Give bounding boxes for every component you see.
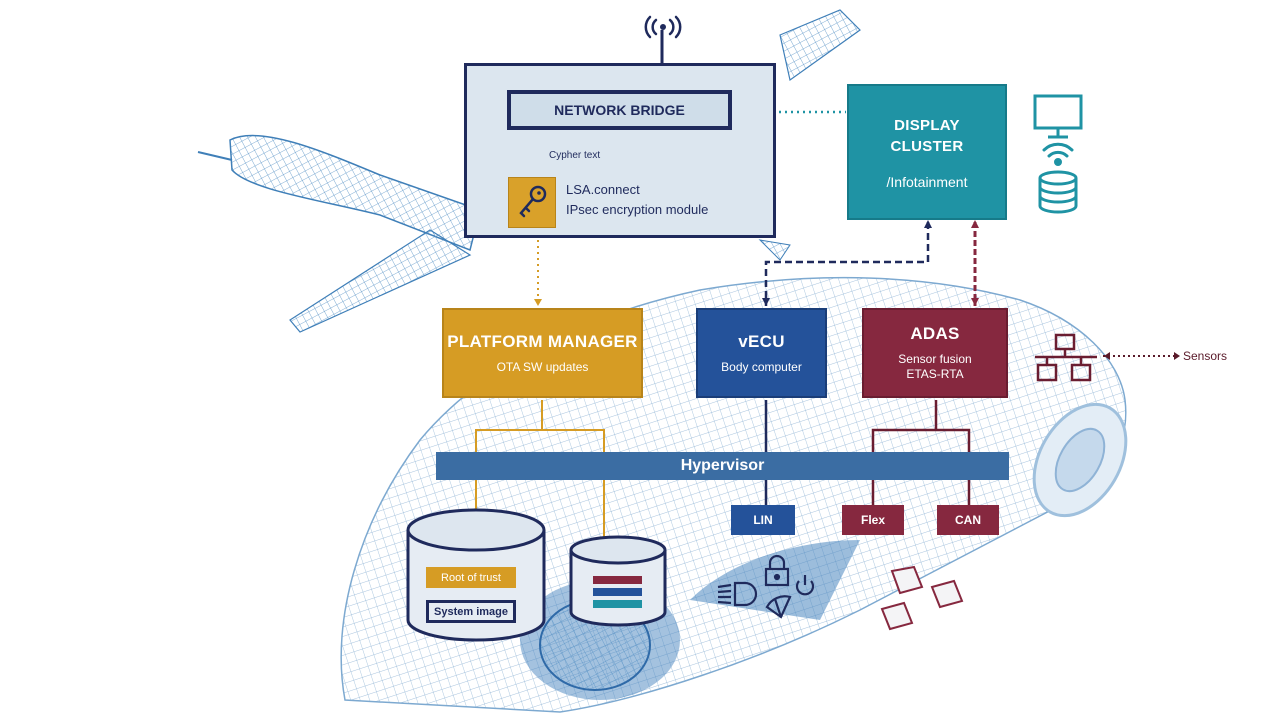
platform-manager-subtitle: OTA SW updates [496,359,589,374]
display-cluster-title-line1: DISPLAY [894,116,960,134]
headlight-icon [717,581,758,607]
display-cluster-subtitle: /Infotainment [886,173,968,190]
body-function-icons [717,555,815,619]
power-icon [795,575,815,596]
chip-icon [880,601,914,631]
infotainment-icons [1033,94,1083,214]
network-bridge-box[interactable]: NETWORK BRIDGE [507,90,732,130]
lock-icon [764,555,790,587]
sensors-label: Sensors [1183,349,1228,363]
hypervisor-bar[interactable]: Hypervisor [436,452,1009,480]
storage-cylinder-small [569,535,667,627]
bus-can-label: CAN [955,513,981,527]
system-image-label: System image [434,605,508,618]
cypher-text-label: Cypher text [549,150,601,161]
bus-can[interactable]: CAN [937,505,999,535]
root-of-trust-label: Root of trust [441,571,501,584]
vecu-subtitle: Body computer [721,359,802,374]
vecu-title: vECU [738,331,785,351]
network-bridge-title: NETWORK BRIDGE [554,102,685,118]
platform-manager-title: PLATFORM MANAGER [447,331,638,351]
vecu-box[interactable]: vECU Body computer [696,308,827,398]
wifi-icon [1042,142,1074,166]
encryption-module-label: LSA.connect IPsec encryption module [566,180,708,220]
adas-box[interactable]: ADAS Sensor fusion ETAS-RTA [862,308,1008,398]
module-name: LSA.connect [566,182,640,197]
monitor-icon [1033,94,1083,139]
drone-wireframe [197,9,861,333]
bus-lin-label: LIN [753,513,773,527]
database-icon [1038,170,1078,214]
system-image-box[interactable]: System image [426,600,516,623]
adas-subtitle-line1: Sensor fusion [898,352,972,366]
antenna-icon [644,15,682,39]
encryption-module-box[interactable] [508,177,556,228]
chip-icon [930,579,964,609]
display-cluster-title-line2: CLUSTER [890,137,964,155]
chip-icon [890,565,924,595]
network-icon [1035,333,1097,382]
bus-lin[interactable]: LIN [731,505,795,535]
module-description: IPsec encryption module [566,202,709,217]
adas-title: ADAS [910,324,960,343]
display-cluster-box[interactable]: DISPLAY CLUSTER /Infotainment [847,84,1007,220]
adas-subtitle: Sensor fusion ETAS-RTA [898,352,971,382]
adas-subtitle-line2: ETAS-RTA [906,367,964,381]
platform-manager-box[interactable]: PLATFORM MANAGER OTA SW updates [442,308,643,398]
key-icon [519,185,547,218]
root-of-trust-box[interactable]: Root of trust [426,567,516,588]
wiper-icon [765,595,792,619]
bus-flex[interactable]: Flex [842,505,904,535]
bus-flex-label: Flex [860,513,885,527]
hypervisor-label: Hypervisor [680,457,765,474]
ecu-chips [880,565,964,631]
